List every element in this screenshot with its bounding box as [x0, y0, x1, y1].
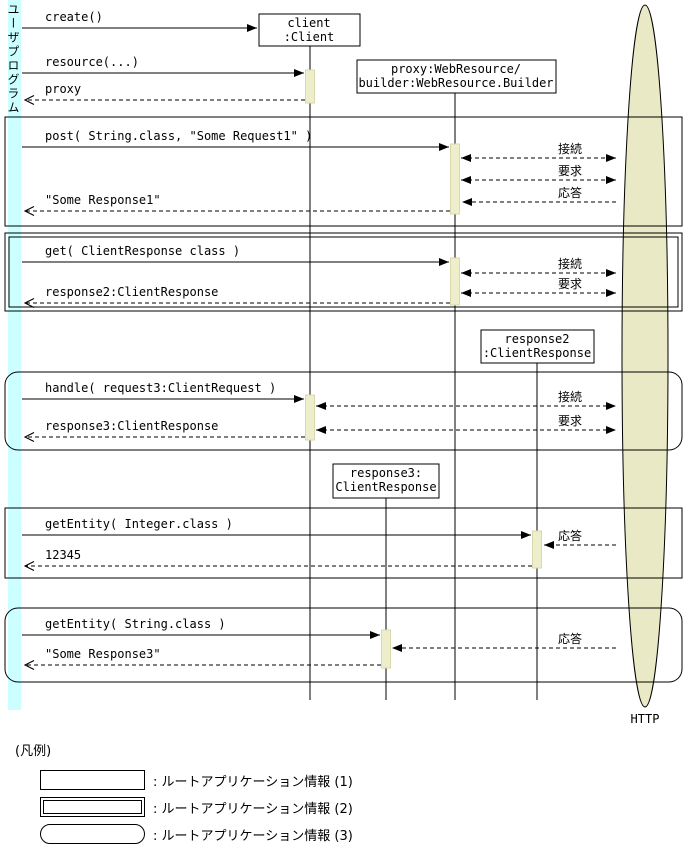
object-proxy-line2: builder:WebResource.Builder: [358, 76, 553, 90]
frame-getentity-int-plain-rect: [4, 507, 683, 579]
frame-getentity-str-rounded-rect: [4, 607, 683, 683]
object-box-proxy: [356, 59, 557, 94]
activation-response3-getentity: [381, 629, 391, 669]
http-label: HTTP: [631, 712, 660, 726]
label-handle-request: 要求: [558, 414, 582, 428]
label-proxy-return: proxy: [45, 82, 81, 96]
actor-label: ユーザプログラム: [6, 3, 20, 115]
frame-post-plain-rect: [4, 116, 683, 227]
activation-proxy-get: [450, 257, 460, 306]
label-getentity-int-response: 応答: [558, 528, 582, 543]
label-post-response: 応答: [558, 185, 582, 200]
label-post-return: "Some Response1": [45, 193, 161, 207]
label-post-connect: 接続: [558, 141, 582, 156]
activation-client-resource: [305, 69, 315, 104]
legend: (凡例) : ルートアプリケーション情報 (1) : ルートアプリケーション情報…: [15, 740, 353, 845]
frame-handle-rounded-rect: [4, 371, 683, 451]
legend-label-plain: : ルートアプリケーション情報 (1): [153, 774, 353, 790]
legend-plain-rect-shape: [40, 770, 145, 790]
label-get-connect: 接続: [558, 256, 582, 271]
legend-label-double: : ルートアプリケーション情報 (2): [153, 801, 353, 817]
label-post: post( String.class, "Some Request1" ): [45, 129, 312, 143]
label-get-request: 要求: [558, 277, 582, 291]
label-resource: resource(...): [45, 55, 139, 69]
object-client-line2: :Client: [284, 30, 335, 44]
label-getentity-str: getEntity( String.class ): [45, 617, 226, 631]
label-getentity-str-return: "Some Response3": [45, 647, 161, 661]
activation-client-handle: [305, 394, 315, 441]
http-ellipse: [621, 4, 669, 708]
label-getentity-str-response: 応答: [558, 631, 582, 646]
label-handle: handle( request3:ClientRequest ): [45, 381, 276, 395]
legend-title: (凡例): [15, 744, 52, 759]
frame-get-double-rect-inner: [8, 236, 679, 308]
object-response2-line1: response2: [504, 332, 569, 346]
legend-double-rect-shape: [40, 797, 145, 817]
label-create: create(): [45, 10, 103, 24]
object-response2-line2: :ClientResponse: [483, 346, 591, 360]
activation-response2-getentity: [532, 530, 542, 569]
legend-double-rect-inner: [43, 800, 142, 814]
label-get-return: response2:ClientResponse: [45, 285, 218, 299]
frame-get-double-rect-outer: [4, 232, 683, 312]
object-proxy-line1: proxy:WebResource/: [391, 62, 521, 76]
label-handle-return: response3:ClientResponse: [45, 419, 218, 433]
object-box-response2: [480, 329, 595, 364]
label-handle-connect: 接続: [558, 389, 582, 404]
legend-row-plain: : ルートアプリケーション情報 (1): [15, 769, 353, 791]
legend-label-rounded: : ルートアプリケーション情報 (3): [153, 828, 353, 844]
activation-proxy-post: [450, 143, 460, 215]
legend-row-double: : ルートアプリケーション情報 (2): [15, 796, 353, 818]
object-client-line1: client: [287, 16, 330, 30]
actor-lifeline-bar: [8, 0, 21, 710]
object-response3-line2: ClientResponse: [335, 480, 436, 494]
legend-row-rounded: : ルートアプリケーション情報 (3): [15, 823, 353, 845]
label-getentity-int-return: 12345: [45, 548, 81, 562]
object-response3-line1: response3:: [350, 466, 422, 480]
label-post-request: 要求: [558, 164, 582, 178]
legend-rounded-rect-shape: [40, 824, 145, 844]
object-box-response3: [332, 463, 440, 499]
label-getentity-int: getEntity( Integer.class ): [45, 517, 233, 531]
label-get: get( ClientResponse class ): [45, 244, 240, 258]
object-box-client: [258, 13, 361, 47]
